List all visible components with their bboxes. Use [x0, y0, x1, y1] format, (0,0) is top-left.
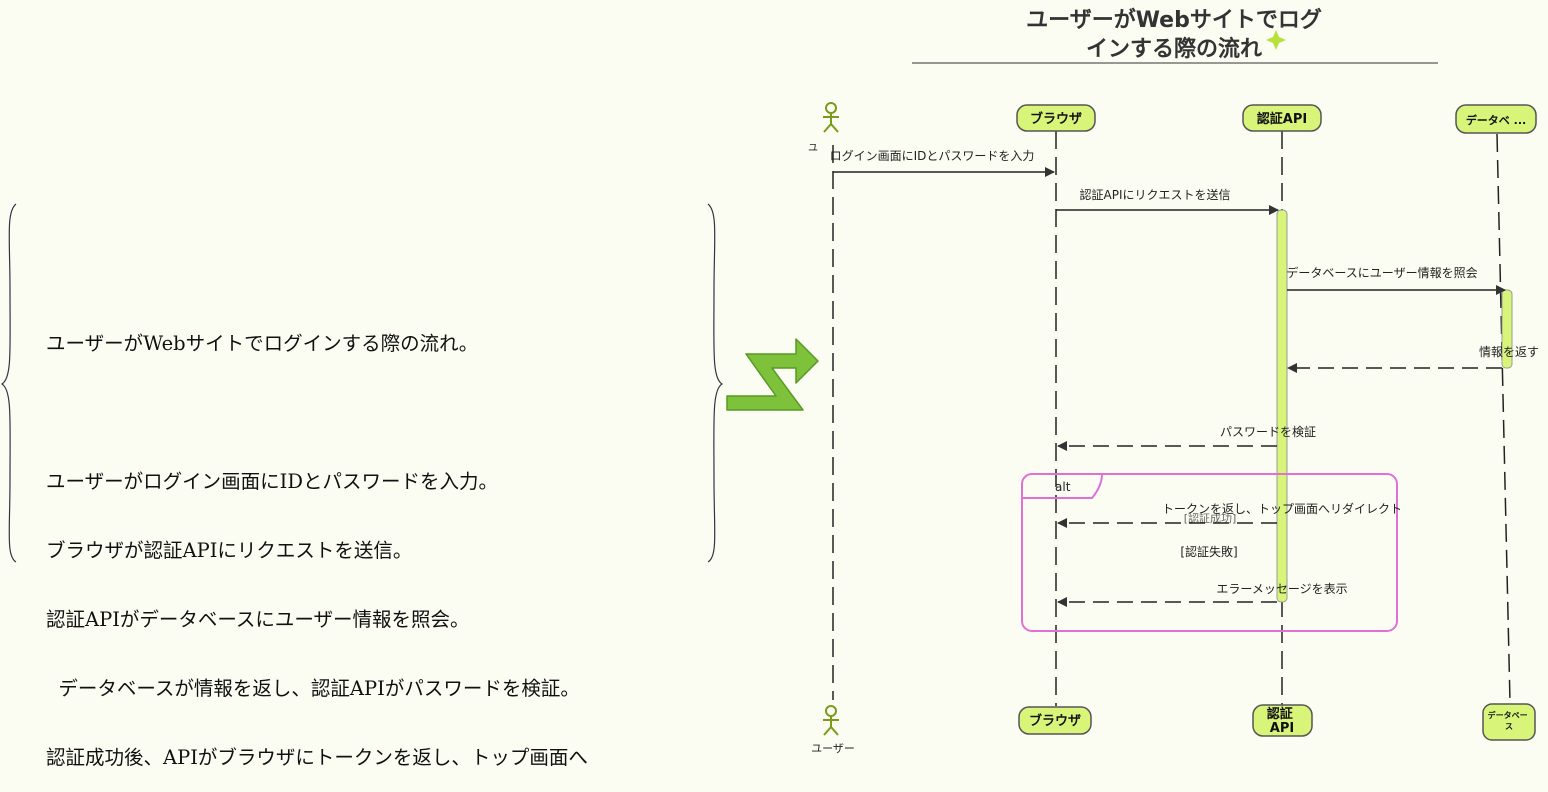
- participant-auth-bottom: [1252, 704, 1313, 737]
- participant-browser-top: [1016, 104, 1096, 132]
- participant-db-top-label: データベ ...: [1466, 113, 1526, 127]
- note-line: ブラウザが認証APIにリクエストを送信。: [46, 539, 413, 562]
- message-label-4: 情報を返す: [1479, 345, 1539, 359]
- message-label-1: ログイン画面にIDとパスワードを入力: [830, 149, 1035, 163]
- message-label-6: トークンを返し、トップ画面へリダイレクト: [1162, 501, 1402, 516]
- participant-db-top: [1455, 104, 1537, 134]
- note-line: ユーザーがWebサイトでログインする際の流れ。: [46, 332, 479, 355]
- left-brace-icon: [0, 203, 17, 563]
- participant-db-bottom-label: データベー ス: [1488, 710, 1531, 731]
- note-line: 認証APIがデータベースにユーザー情報を照会。: [46, 608, 470, 631]
- alt-tab: [1022, 473, 1103, 499]
- right-brace-icon: [707, 203, 724, 563]
- participant-db-bottom-line: ス: [1505, 722, 1513, 731]
- participant-auth-top-label: 認証API: [1257, 111, 1307, 127]
- participant-auth-bottom-label: 認証 API: [1267, 706, 1298, 736]
- alt-guard-fail: [認証失敗]: [1180, 544, 1237, 559]
- flow-arrow-icon: [726, 338, 819, 411]
- diagram-title: ユーザーがWebサイトでログ インする際の流れ: [900, 6, 1448, 64]
- alt-frame: [1021, 473, 1398, 632]
- participant-db-bottom: [1482, 703, 1536, 741]
- title-line-1: ユーザーがWebサイトでログ: [1026, 8, 1322, 33]
- sparkle-icon: [1266, 30, 1286, 50]
- alt-guard-success: [認証成功]: [1184, 511, 1237, 525]
- sequence-diagram: alt ユ ユーザー ブラウザ 認証API データベ ... ブラウザ 認証 A…: [0, 30, 1539, 755]
- participant-browser-bottom-label: ブラウザ: [1029, 713, 1081, 729]
- participant-browser-top-label: ブラウザ: [1030, 111, 1082, 127]
- lifeline-db: [1496, 133, 1511, 703]
- actor-user-bottom-label: ユーザー: [811, 742, 855, 755]
- participant-auth-top: [1242, 104, 1322, 132]
- description-note: ユーザーがWebサイトでログインする際の流れ。 ユーザーがログイン画面にIDとパ…: [46, 286, 726, 792]
- participant-auth-bottom-line: API: [1270, 721, 1294, 736]
- note-line: データベースが情報を返し、認証APIがパスワードを検証。: [46, 677, 580, 700]
- message-label-2: 認証APIにリクエストを送信: [1080, 187, 1231, 202]
- actor-user-bottom: [823, 705, 839, 736]
- message-label-3: データベースにユーザー情報を照会: [1286, 265, 1477, 280]
- participant-browser-bottom: [1018, 706, 1092, 735]
- message-label-7: エラーメッセージを表示: [1216, 582, 1347, 596]
- title-line-2: インする際の流れ: [1085, 37, 1262, 62]
- message-label-5: パスワードを検証: [1220, 425, 1316, 439]
- activation-auth: [1276, 209, 1288, 603]
- actor-user-top: [823, 102, 839, 133]
- participant-db-bottom-line: データベー: [1488, 710, 1528, 720]
- note-line: ユーザーがログイン画面にIDとパスワードを入力。: [46, 470, 498, 493]
- alt-label: alt: [1055, 480, 1071, 494]
- actor-user-top-label: ユ: [808, 143, 818, 154]
- activation-db: [1501, 289, 1513, 369]
- participant-auth-bottom-line: 認証: [1267, 706, 1293, 722]
